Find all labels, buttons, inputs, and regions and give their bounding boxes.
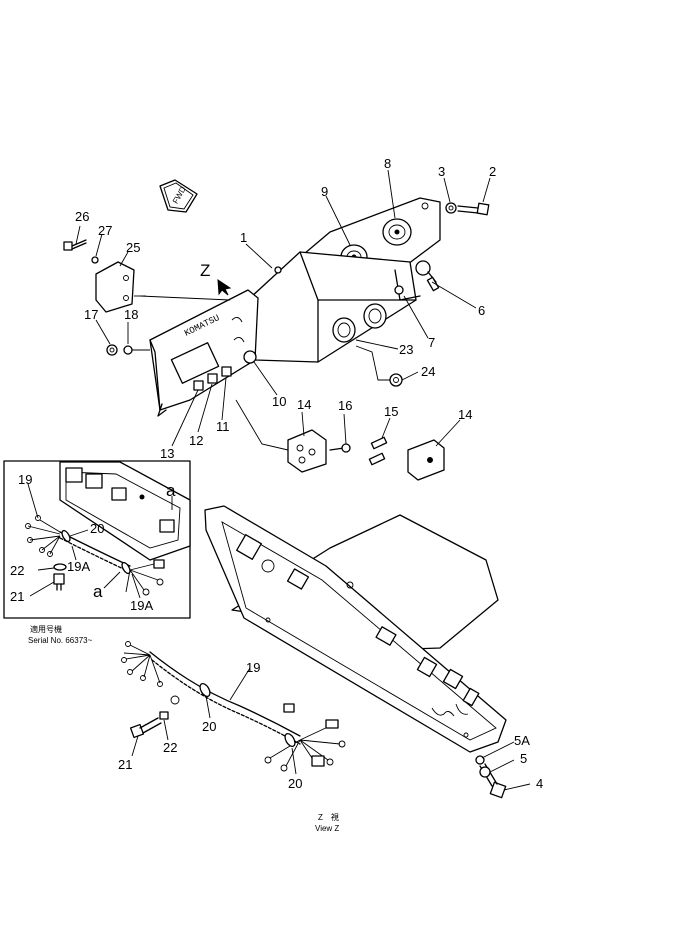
washer-22 (159, 711, 169, 720)
svg-text:Z: Z (200, 261, 210, 280)
label-14b: 14 (458, 407, 472, 422)
label-21a: 21 (118, 757, 132, 772)
wiring-harness-19 (121, 641, 346, 772)
label-27: 27 (98, 223, 112, 238)
label-15: 15 (384, 404, 398, 419)
view-caption-jp: Z 視 (318, 813, 339, 822)
label-19b: 19 (18, 472, 32, 487)
nut-24 (389, 373, 403, 387)
pins-15 (368, 436, 388, 466)
label-19a-1: 19A (67, 559, 90, 574)
label-4: 4 (536, 776, 543, 791)
view-z-assembly (204, 505, 507, 753)
bolt-2 (457, 202, 490, 216)
label-21b: 21 (10, 589, 24, 604)
label-6: 6 (478, 303, 485, 318)
label-17: 17 (84, 307, 98, 322)
label-5: 5 (520, 751, 527, 766)
label-22b: 22 (10, 563, 24, 578)
label-24: 24 (421, 364, 435, 379)
washer-5 (479, 766, 491, 778)
label-1: 1 (240, 230, 247, 245)
label-13: 13 (160, 446, 174, 461)
switch-11 (221, 366, 232, 377)
round-opening-right (363, 303, 387, 329)
switch-12 (207, 373, 218, 384)
view-z-marker: Z (200, 261, 232, 296)
switch-10 (243, 350, 257, 364)
part-number-labels: 1 2 3 8 9 6 7 23 24 10 11 12 13 14 16 15… (10, 156, 543, 791)
cover-14 (407, 439, 445, 481)
label-18: 18 (124, 307, 138, 322)
view-caption-en: View Z (315, 824, 339, 833)
label-26: 26 (75, 209, 89, 224)
label-9: 9 (321, 184, 328, 199)
inset-caption-jp: 適用号機 (30, 624, 62, 634)
key-switch (415, 260, 431, 276)
washer-27 (91, 256, 99, 264)
label-10: 10 (272, 394, 286, 409)
label-20a: 20 (202, 719, 216, 734)
leader-lines (27, 169, 531, 791)
label-12: 12 (189, 433, 203, 448)
washer-3 (445, 202, 457, 214)
label-14a: 14 (297, 397, 311, 412)
label-11: 11 (216, 419, 230, 434)
screw-16 (329, 443, 351, 453)
fwd-direction-marker: FWD (159, 179, 198, 213)
inset-caption-serial: Serial No. 66373~ (28, 636, 93, 645)
label-8: 8 (384, 156, 391, 171)
washer-17 (106, 344, 118, 356)
label-23: 23 (399, 342, 413, 357)
label-2: 2 (489, 164, 496, 179)
label-19: 19 (246, 660, 260, 675)
label-22a: 22 (163, 740, 177, 755)
bracket-25 (95, 261, 146, 313)
switch-13 (193, 380, 204, 391)
instrument-panel-assembly: KOMATSU (149, 197, 441, 417)
label-7: 7 (428, 335, 435, 350)
washer-18 (123, 345, 133, 355)
label-20c: 20 (90, 521, 104, 536)
label-19a-2: 19A (130, 598, 153, 613)
round-opening-left (332, 317, 356, 343)
label-25: 25 (126, 240, 140, 255)
bolt-26 (63, 239, 87, 251)
bolt-21 (129, 717, 162, 739)
label-5a: 5A (514, 733, 530, 748)
label-20b: 20 (288, 776, 302, 791)
inset-variant-box (3, 460, 191, 619)
connector-block-14 (287, 429, 327, 473)
label-a-2: a (93, 582, 103, 601)
label-3: 3 (438, 164, 445, 179)
label-16: 16 (338, 398, 352, 413)
label-a-1: a (166, 481, 176, 500)
